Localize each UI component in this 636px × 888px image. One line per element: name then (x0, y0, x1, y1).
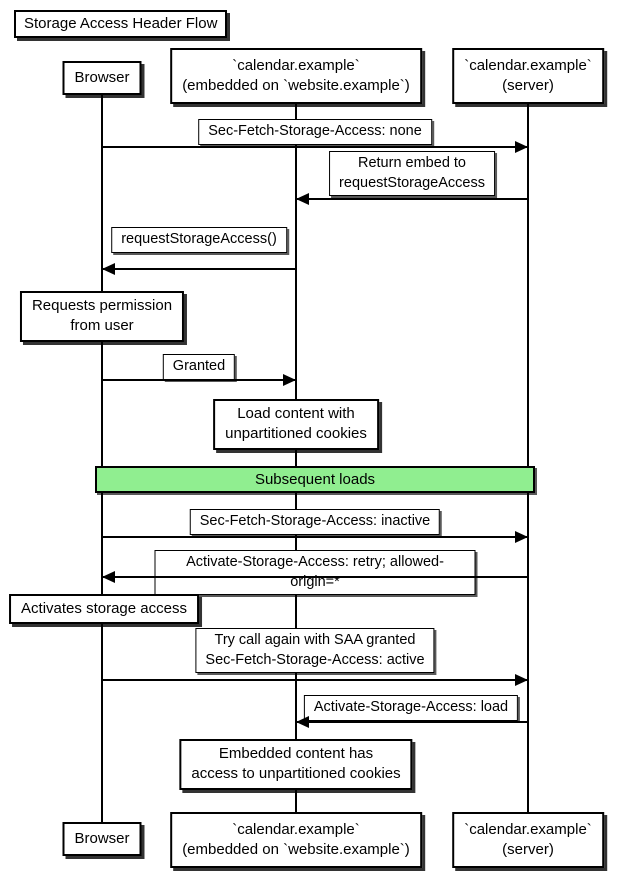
message-label-request-storage-access: requestStorageAccess() (111, 227, 287, 253)
message-label-activate-load: Activate-Storage-Access: load (303, 695, 519, 721)
note-embedded-access: Embedded content has access to unpartiti… (179, 739, 413, 790)
message-label-sec-fetch-inactive: Sec-Fetch-Storage-Access: inactive (189, 509, 441, 535)
participant-browser-bottom: Browser (62, 822, 142, 856)
arrow-activate-retry-line (102, 576, 528, 578)
arrow-granted-head (283, 374, 296, 386)
participant-browser-top: Browser (62, 61, 142, 95)
note-load-content: Load content with unpartitioned cookies (213, 399, 379, 450)
message-label-granted: Granted (162, 354, 236, 380)
arrow-activate-load-line (296, 721, 528, 723)
arrow-request-storage-access-head (102, 263, 115, 275)
arrow-try-call-again-line (102, 679, 528, 681)
participant-embedded-top: `calendar.example` (embedded on `website… (170, 48, 422, 104)
arrow-sec-fetch-inactive-line (102, 536, 528, 538)
arrow-sec-fetch-none-head (515, 141, 528, 153)
note-requests-permission: Requests permission from user (19, 291, 185, 342)
note-activates-storage: Activates storage access (9, 594, 199, 625)
lifeline-server (527, 104, 529, 812)
arrow-activate-retry-head (102, 571, 115, 583)
lifeline-browser (101, 95, 103, 822)
arrow-try-call-again-head (515, 674, 528, 686)
participant-embedded-bottom: `calendar.example` (embedded on `website… (170, 812, 422, 868)
arrow-return-embed-line (296, 198, 528, 200)
arrow-granted-line (102, 379, 296, 381)
diagram-title: Storage Access Header Flow (14, 10, 228, 39)
arrow-request-storage-access-line (102, 268, 296, 270)
arrow-sec-fetch-none-line (102, 146, 528, 148)
participant-server-top: `calendar.example` (server) (452, 48, 604, 104)
lifeline-embedded (295, 104, 297, 812)
message-label-sec-fetch-none: Sec-Fetch-Storage-Access: none (198, 119, 432, 145)
arrow-sec-fetch-inactive-head (515, 531, 528, 543)
arrow-return-embed-head (296, 193, 309, 205)
message-label-activate-retry: Activate-Storage-Access: retry; allowed-… (154, 550, 476, 596)
message-label-return-embed: Return embed to requestStorageAccess (329, 151, 495, 197)
arrow-activate-load-head (296, 716, 309, 728)
participant-server-bottom: `calendar.example` (server) (452, 812, 604, 868)
subsequent-loads-divider: Subsequent loads (95, 466, 535, 493)
message-label-try-call-again: Try call again with SAA granted Sec-Fetc… (195, 628, 435, 674)
